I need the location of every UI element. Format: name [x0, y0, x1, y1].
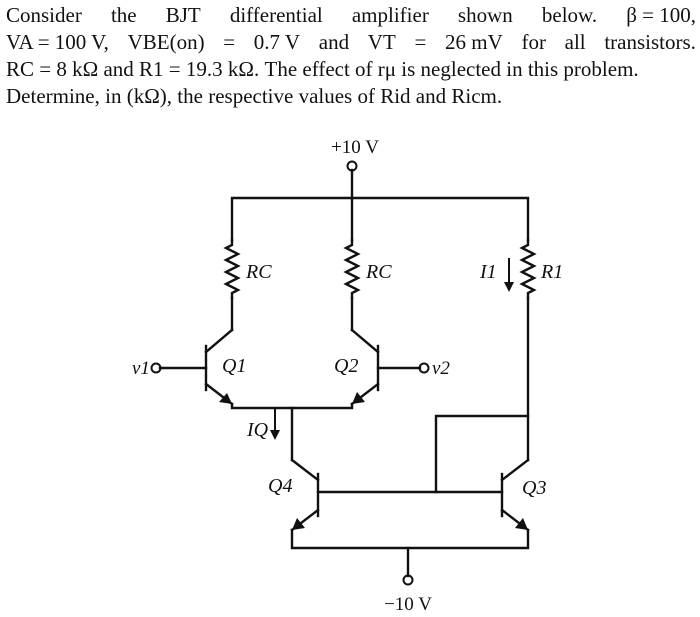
word: VT — [367, 30, 396, 54]
problem-line-1: Consider the BJT differential amplifier … — [6, 2, 696, 29]
word: Consider — [6, 3, 82, 27]
q4-collector — [290, 458, 320, 482]
rc-left-label: RC — [245, 261, 272, 283]
word: 26 mV — [445, 30, 503, 54]
word: = — [223, 30, 236, 54]
top-rail — [230, 196, 530, 242]
word: below. — [541, 3, 598, 27]
q1-emitter-arrow — [219, 393, 232, 404]
v1-terminal — [150, 362, 162, 374]
r1-label: R1 — [540, 261, 563, 283]
q3-label: Q3 — [522, 477, 546, 499]
v1-label: v1 — [132, 358, 150, 379]
sentence: Determine, in (kΩ), the respective value… — [6, 84, 503, 108]
word: 0.7 V — [253, 30, 301, 54]
rc-right-resistor — [343, 238, 361, 300]
problem-line-4: Determine, in (kΩ), the respective value… — [6, 83, 696, 110]
supply-negative-label: −10 V — [384, 594, 432, 615]
problem-line-2: VA = 100 V, VBE(on) = 0.7 V and VT = 26 … — [6, 29, 696, 56]
rc-right-label: RC — [365, 261, 392, 283]
i1-arrowhead — [504, 282, 514, 292]
q4-label: Q4 — [268, 475, 292, 497]
problem-statement: Consider the BJT differential amplifier … — [6, 2, 696, 110]
word: VA = 100 V, — [6, 30, 109, 54]
word: amplifier — [351, 3, 429, 27]
i1-label: I1 — [479, 261, 497, 283]
q4-emitter-arrow — [292, 518, 305, 530]
iq-label: IQ — [246, 419, 269, 441]
iq-arrowhead — [270, 430, 280, 440]
word: for — [521, 30, 546, 54]
word: the — [110, 3, 137, 27]
supply-negative-terminal — [402, 574, 414, 586]
word: shown — [457, 3, 513, 27]
word: transistors. — [604, 30, 696, 54]
word: all — [564, 30, 586, 54]
q2-collector — [350, 328, 380, 354]
bottom-rail — [290, 528, 530, 550]
rc-left-resistor — [223, 238, 241, 300]
q1-collector — [204, 328, 234, 354]
word: VBE(on) — [127, 30, 205, 54]
q3-diode-connection — [434, 414, 530, 494]
q3-emitter-arrow — [515, 518, 528, 530]
problem-line-3: RC = 8 kΩ and R1 = 19.3 kΩ. The effect o… — [6, 56, 696, 83]
r1-resistor — [519, 238, 537, 300]
word: BJT — [165, 3, 201, 27]
sentence: RC = 8 kΩ and R1 = 19.3 kΩ. The effect o… — [6, 57, 639, 81]
v2-terminal — [418, 362, 430, 374]
supply-positive-label: +10 V — [331, 137, 379, 158]
word: = — [414, 30, 427, 54]
q3-collector — [500, 458, 530, 482]
word: β = 100, — [626, 3, 696, 27]
v2-label: v2 — [432, 358, 450, 379]
q2-emitter-arrow — [352, 392, 365, 404]
word: differential — [229, 3, 323, 27]
q1-label: Q1 — [222, 355, 246, 377]
q2-label: Q2 — [334, 355, 358, 377]
word: and — [318, 30, 350, 54]
